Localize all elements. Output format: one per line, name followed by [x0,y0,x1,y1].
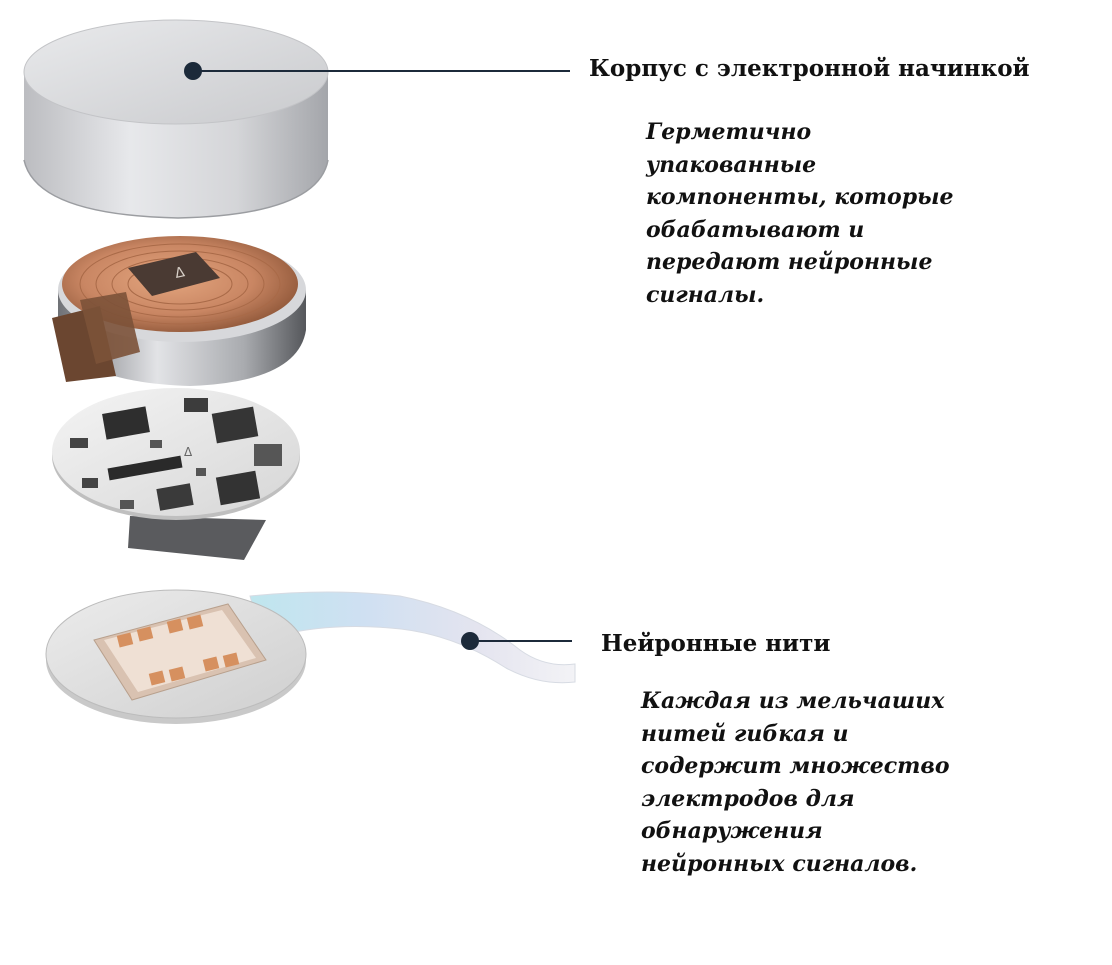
housing-cap [23,19,329,219]
description-line: электродов для [641,785,855,812]
description-line: содержит множество [641,753,950,779]
leader-line-threads [461,632,572,650]
svg-text:Δ: Δ [174,264,187,282]
description-line: обабатывают и [646,216,865,243]
description-line: передают нейронные [646,249,933,275]
description-line: обнаружения [641,818,823,844]
callout-threads-title: Нейронные нити [601,630,831,657]
leader-line-housing [184,62,570,80]
description-line: нитей гибкая и [641,720,849,747]
description-line: нейронных сигналов. [641,850,918,877]
neural-threads [249,591,576,684]
description-line: сигналы. [646,281,765,308]
description-line: Каждая из мельчаших [641,688,945,714]
description-line: Герметично [646,119,812,145]
description-line: упакованные [646,151,817,178]
callout-threads-description: Каждая из мельчаших нитей гибкая и содер… [641,685,950,880]
coil-battery: Δ [52,236,306,386]
electrode-base [45,589,307,724]
callout-housing-description: Герметично упакованные компоненты, котор… [646,116,953,311]
svg-text:Δ: Δ [184,445,193,459]
description-line: компоненты, которые [646,184,954,210]
circuit-board: Δ [52,388,300,560]
callout-housing-title: Корпус с электронной начинкой [589,55,1030,82]
